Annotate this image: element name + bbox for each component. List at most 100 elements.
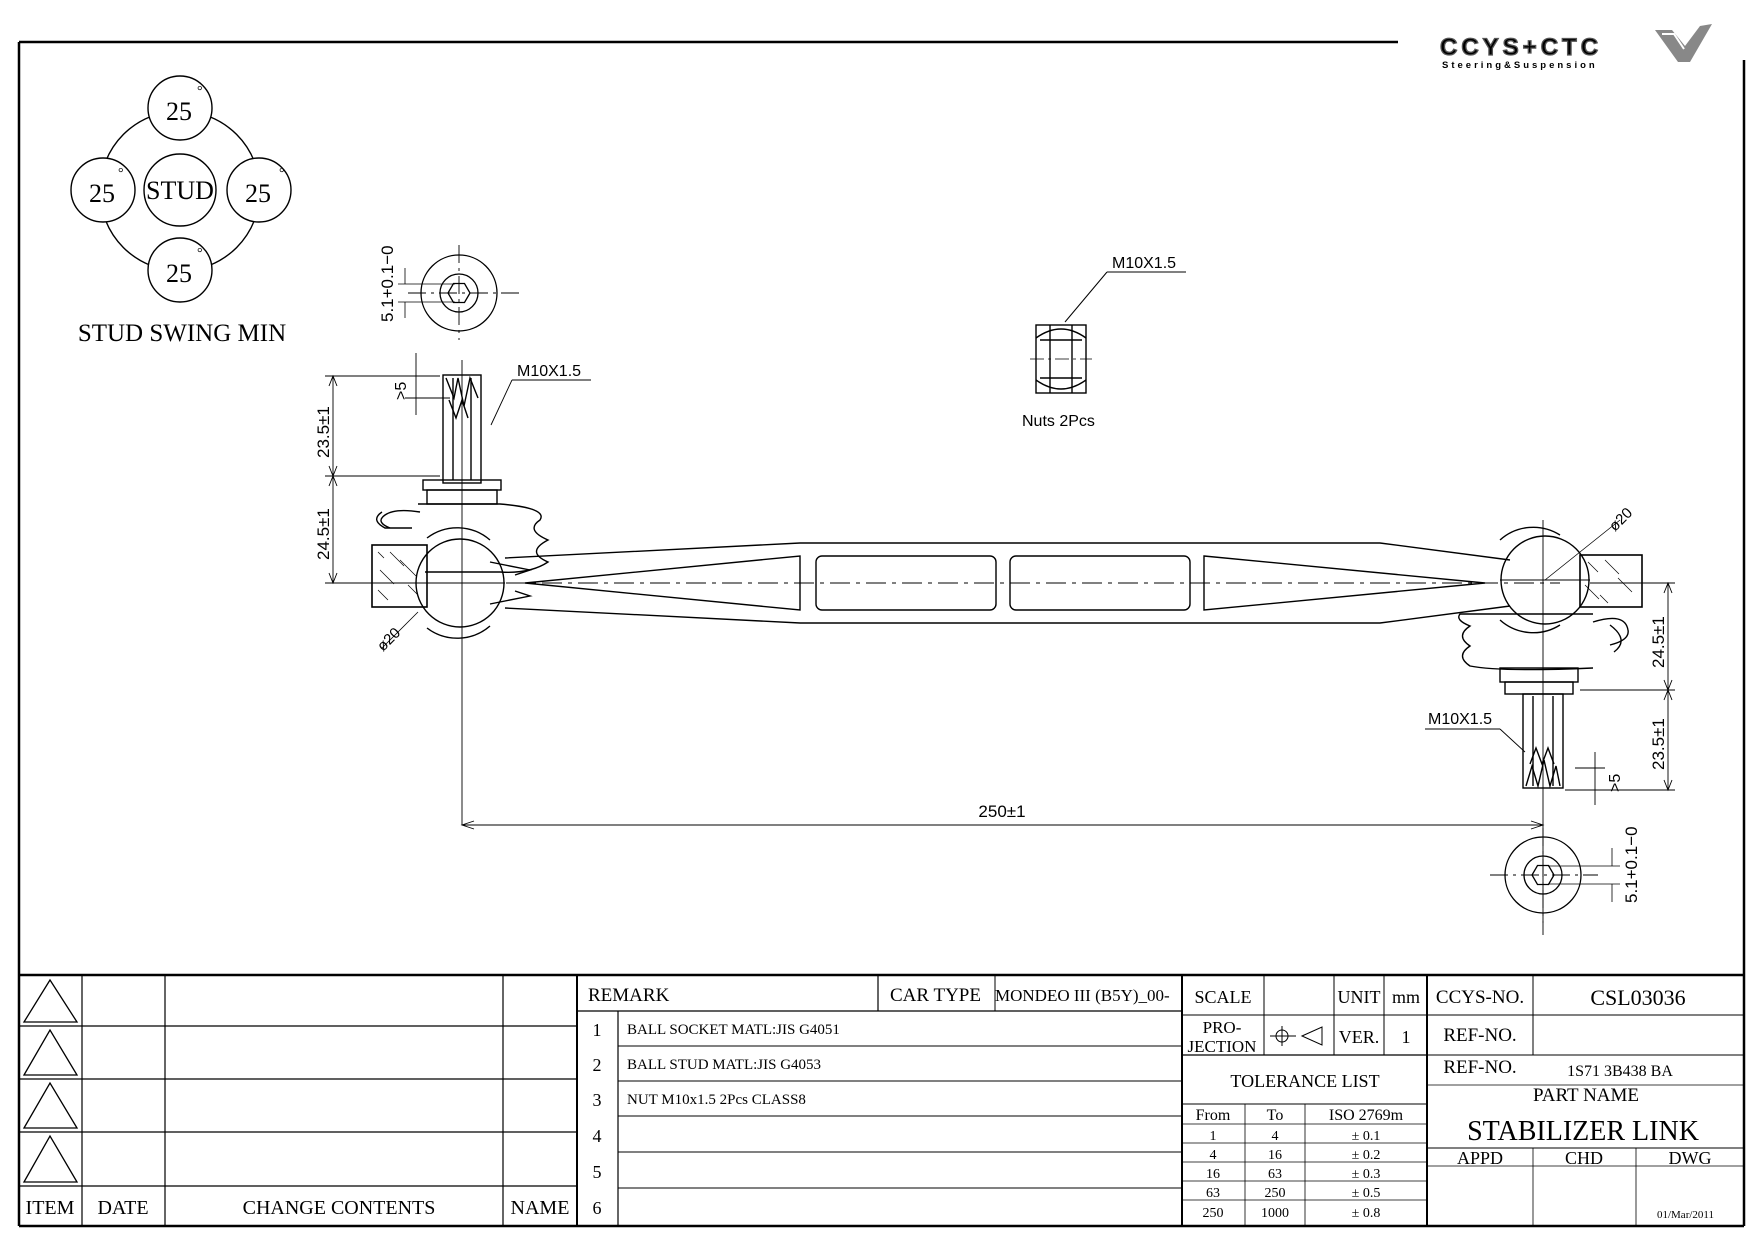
stud-center-label: STUD bbox=[146, 176, 214, 205]
ref-no-value-2: 1S71 3B438 BA bbox=[1567, 1063, 1673, 1080]
projection-label-2: JECTION bbox=[1188, 1037, 1257, 1056]
bottom-hex-end-view bbox=[1490, 828, 1620, 923]
tol-row4-to: 250 bbox=[1265, 1186, 1286, 1201]
tol-row1-to: 4 bbox=[1272, 1129, 1279, 1144]
projection-symbol-icon bbox=[1270, 1026, 1323, 1046]
stud-swing-diagram bbox=[70, 75, 292, 303]
tol-row4-from: 63 bbox=[1206, 1186, 1220, 1201]
hex-bottom-dim: 5.1+0.1−0 bbox=[1622, 826, 1641, 903]
tol-row5-from: 250 bbox=[1203, 1206, 1224, 1221]
right-dimension-lines bbox=[1425, 581, 1675, 805]
part-name-label: PART NAME bbox=[1533, 1085, 1639, 1106]
tol-row1-from: 1 bbox=[1210, 1129, 1217, 1144]
remark-text-2: BALL STUD MATL:JIS G4053 bbox=[627, 1057, 821, 1073]
car-type-label: CAR TYPE bbox=[890, 985, 981, 1006]
tol-row2-from: 4 bbox=[1210, 1148, 1217, 1163]
right-ball-joint bbox=[1458, 519, 1643, 935]
tolerance-header-to: To bbox=[1267, 1107, 1284, 1124]
left-ball-joint bbox=[371, 360, 550, 825]
ref-no-label-1: REF-NO. bbox=[1443, 1025, 1516, 1046]
remark-number-3: 3 bbox=[593, 1090, 602, 1110]
tol-row3-from: 16 bbox=[1206, 1167, 1220, 1182]
drawing-date: 01/Mar/2011 bbox=[1657, 1209, 1714, 1221]
overall-length-dim-lines bbox=[460, 820, 1545, 830]
nut-drawing bbox=[1030, 271, 1186, 394]
tol-row4-val: ± 0.5 bbox=[1352, 1186, 1381, 1201]
stud-swing-bottom bbox=[147, 237, 213, 303]
part-name-value: STABILIZER LINK bbox=[1467, 1116, 1699, 1147]
stud-angle-top: 25 bbox=[166, 97, 192, 126]
sheet-border bbox=[17, 40, 1746, 1228]
ccys-no-label: CCYS-NO. bbox=[1436, 987, 1524, 1008]
logo-brand: CCYS+CTC bbox=[1440, 34, 1602, 61]
tol-row2-val: ± 0.2 bbox=[1352, 1148, 1381, 1163]
logo-emblem-icon bbox=[1655, 24, 1712, 62]
remark-number-5: 5 bbox=[593, 1162, 602, 1182]
tol-row2-to: 16 bbox=[1268, 1148, 1282, 1163]
rev-header-change: CHANGE CONTENTS bbox=[243, 1197, 436, 1219]
tol-row1-val: ± 0.1 bbox=[1352, 1129, 1381, 1144]
tolerance-header-iso: ISO 2769m bbox=[1329, 1107, 1404, 1124]
remark-header: REMARK bbox=[588, 985, 670, 1006]
degree-mark-right: ° bbox=[279, 166, 285, 181]
rev-header-item: ITEM bbox=[26, 1197, 75, 1219]
hex-top-dim: 5.1+0.1−0 bbox=[378, 245, 397, 322]
link-rod bbox=[470, 542, 1560, 624]
stud-swing-top bbox=[147, 75, 213, 141]
appd-label: APPD bbox=[1457, 1148, 1503, 1168]
projection-label-1: PRO- bbox=[1203, 1018, 1242, 1037]
degree-mark-top: ° bbox=[197, 84, 203, 99]
rev-header-name: NAME bbox=[511, 1197, 570, 1219]
right-gt5-dim: >5 bbox=[1607, 774, 1624, 792]
right-ball-dim: ø20 bbox=[1606, 505, 1636, 535]
remark-number-2: 2 bbox=[593, 1055, 602, 1075]
stud-swing-center bbox=[143, 153, 217, 227]
remark-number-4: 4 bbox=[593, 1126, 602, 1146]
logo-tagline: Steering&Suspension bbox=[1442, 60, 1598, 71]
stud-swing-caption: STUD SWING MIN bbox=[78, 320, 286, 347]
stud-swing-left bbox=[70, 157, 136, 223]
tolerance-title: TOLERANCE LIST bbox=[1230, 1071, 1379, 1091]
tol-row5-to: 1000 bbox=[1261, 1206, 1289, 1221]
revision-triangle-4 bbox=[22, 1134, 79, 1183]
right-thread-label: M10X1.5 bbox=[1428, 711, 1492, 728]
degree-mark-left: ° bbox=[118, 166, 124, 181]
tol-row3-val: ± 0.3 bbox=[1352, 1167, 1381, 1182]
left-thread-label: M10X1.5 bbox=[517, 363, 581, 380]
remark-number-6: 6 bbox=[593, 1198, 602, 1218]
overall-length-dim: 250±1 bbox=[978, 802, 1025, 821]
title-block-grid bbox=[19, 973, 1744, 1226]
remark-text-1: BALL SOCKET MATL:JIS G4051 bbox=[627, 1022, 840, 1038]
tolerance-header-from: From bbox=[1196, 1107, 1231, 1124]
nut-thread-label: M10X1.5 bbox=[1112, 255, 1176, 272]
ver-value: 1 bbox=[1402, 1027, 1411, 1047]
scale-label: SCALE bbox=[1194, 987, 1251, 1007]
remark-text-3: NUT M10x1.5 2Pcs CLASS8 bbox=[627, 1092, 806, 1108]
right-body-height-dim: 24.5±1 bbox=[1649, 616, 1668, 668]
right-stud-length-dim: 23.5±1 bbox=[1649, 718, 1668, 770]
stud-angle-bottom: 25 bbox=[166, 259, 192, 288]
revision-triangle-2 bbox=[22, 1028, 79, 1076]
nuts-note: Nuts 2Pcs bbox=[1022, 413, 1095, 430]
ccys-no-value: CSL03036 bbox=[1590, 985, 1685, 1010]
stud-angle-left: 25 bbox=[89, 179, 115, 208]
ver-label: VER. bbox=[1339, 1027, 1380, 1047]
chd-label: CHD bbox=[1565, 1148, 1603, 1168]
rev-header-date: DATE bbox=[97, 1197, 148, 1219]
left-gt5-dim: >5 bbox=[393, 382, 410, 400]
left-body-height-dim: 24.5±1 bbox=[314, 508, 333, 560]
revision-triangle-3 bbox=[22, 1081, 79, 1129]
ref-no-label-2: REF-NO. bbox=[1443, 1057, 1516, 1078]
top-hex-end-view bbox=[398, 245, 520, 340]
car-type-value: MONDEO III (B5Y)_00- bbox=[995, 986, 1170, 1005]
dwg-label: DWG bbox=[1669, 1148, 1712, 1168]
left-ball-dim: ø20 bbox=[374, 625, 404, 655]
stud-angle-right: 25 bbox=[245, 179, 271, 208]
revision-triangle-1 bbox=[22, 978, 79, 1023]
left-dimension-lines bbox=[325, 353, 591, 585]
tol-row3-to: 63 bbox=[1268, 1167, 1282, 1182]
remark-number-1: 1 bbox=[593, 1020, 602, 1040]
degree-mark-bottom: ° bbox=[197, 246, 203, 261]
unit-value: mm bbox=[1392, 987, 1420, 1007]
unit-label: UNIT bbox=[1338, 987, 1381, 1007]
